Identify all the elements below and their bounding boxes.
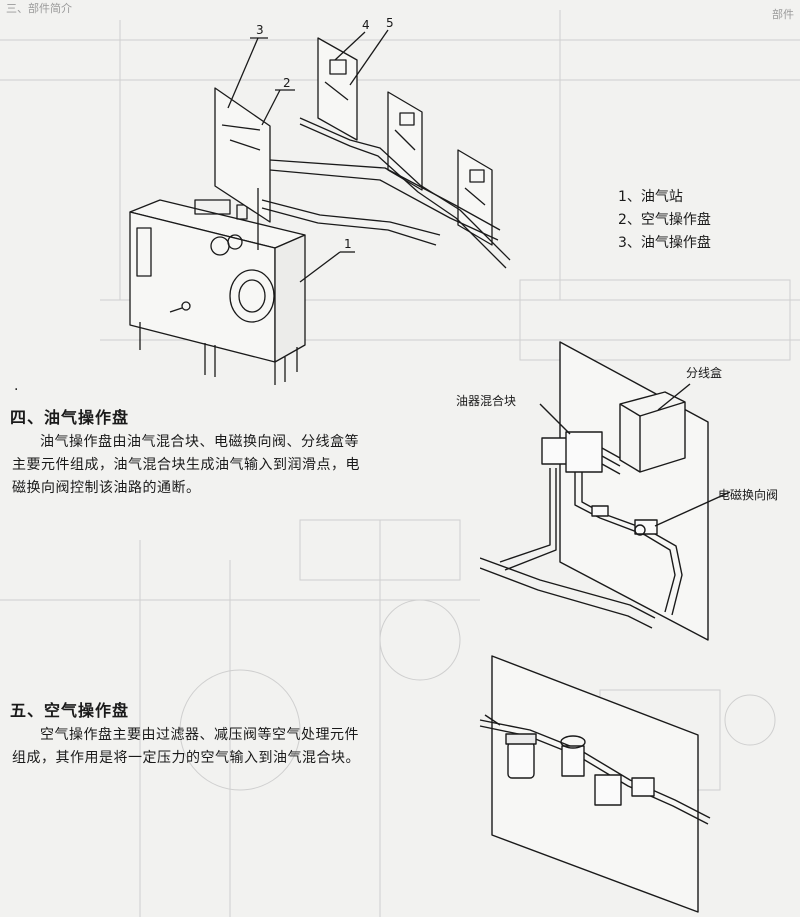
figure-legend: 1、油气站 2、空气操作盘 3、油气操作盘 <box>618 186 711 255</box>
callout-4: 4 <box>362 18 370 32</box>
legend-item: 1、油气站 <box>618 189 683 205</box>
section4-body: 油气操作盘由油气混合块、电磁换向阀、分线盒等主要元件组成，油气混合块生成油气输入… <box>12 434 360 496</box>
label-oil-air-mixer: 油器混合块 <box>456 394 517 408</box>
section5-heading: 五、空气操作盘 <box>10 701 130 720</box>
page-header: 三、部件简介 <box>6 2 72 15</box>
section5-body: 空气操作盘主要由过滤器、减压阀等空气处理元件组成，其作用是将一定压力的空气输入到… <box>12 727 360 766</box>
air-panel-diagram <box>479 655 711 913</box>
bullet-mark: · <box>14 382 19 398</box>
system-overview-diagram: 3 2 4 5 1 <box>129 16 511 385</box>
callout-2: 2 <box>283 76 291 90</box>
legend-item: 2、空气操作盘 <box>618 212 711 228</box>
oil-air-panel-diagram <box>480 341 731 641</box>
callout-1: 1 <box>344 237 352 251</box>
page-header-right: 部件 <box>772 8 794 21</box>
section4-heading: 四、油气操作盘 <box>10 408 130 427</box>
label-junction-box: 分线盒 <box>686 366 723 380</box>
callout-3: 3 <box>256 23 264 37</box>
label-solenoid-valve: 电磁换向阀 <box>718 488 779 502</box>
legend-item: 3、油气操作盘 <box>618 235 711 251</box>
callout-5: 5 <box>386 16 394 30</box>
